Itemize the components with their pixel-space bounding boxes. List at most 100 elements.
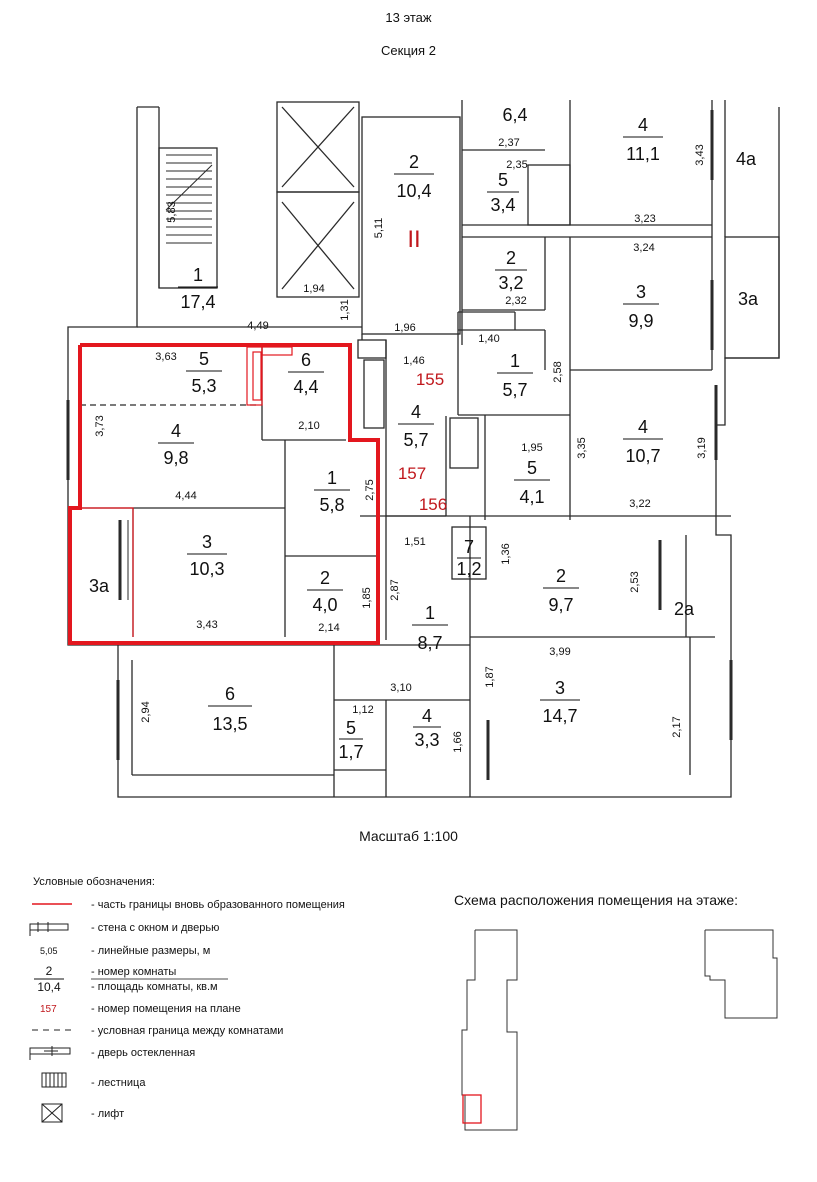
dimension: 4,44 (175, 490, 196, 502)
dimension: 1,66 (452, 731, 464, 752)
dimension: 2,35 (506, 159, 527, 171)
dimension: 1,51 (404, 536, 425, 548)
dimension: 3,63 (155, 351, 176, 363)
loggia-label: 3а (738, 289, 759, 309)
dimension: 2,17 (671, 716, 683, 737)
room-area: 9,7 (548, 595, 573, 615)
room-area: 4,0 (312, 595, 337, 615)
room-area: 10,7 (625, 446, 660, 466)
room-number: 3 (555, 678, 565, 698)
room-number: 3 (636, 282, 646, 302)
room-area: 10,4 (396, 181, 431, 201)
room-number: 4 (422, 706, 432, 726)
loggia-labels: 3а 4а 3а 2а (89, 149, 759, 619)
dimension: 3,99 (549, 646, 570, 658)
room-area-partial: 6,4 (502, 105, 527, 125)
room-area: 1,7 (338, 742, 363, 762)
building-outline-right (704, 929, 778, 1019)
dimension: 1,31 (339, 299, 351, 320)
dimension: 1,95 (521, 442, 542, 454)
room-area: 8,7 (417, 633, 442, 653)
dimension: 1,94 (303, 283, 324, 295)
room-number: 1 (510, 351, 520, 371)
dimension: 2,53 (629, 571, 641, 592)
dimension: 2,32 (505, 295, 526, 307)
stairs-icon (165, 154, 213, 244)
room-number: 7 (464, 537, 474, 557)
room-area: 1,2 (456, 559, 481, 579)
dimension: 1,85 (361, 587, 373, 608)
room-number: 4 (171, 421, 181, 441)
legend-label: - номер помещения на плане (91, 1003, 241, 1015)
dimension: 1,96 (394, 322, 415, 334)
dimension: 2,58 (552, 361, 564, 382)
legend-label: - площадь комнаты, кв.м (91, 981, 218, 993)
room-area: 11,1 (626, 144, 660, 164)
room-area: 9,9 (628, 311, 653, 331)
room-number: 4 (638, 417, 648, 437)
scheme-title: Схема расположения помещения на этаже: (454, 892, 739, 908)
legend-symbol: 157 (40, 1004, 57, 1015)
legend: - часть границы вновь образованного поме… (29, 899, 345, 1123)
wall-window-door-icon (29, 922, 69, 936)
dimension: 3,19 (696, 437, 708, 458)
room-number: 2 (556, 566, 566, 586)
room-number: 5 (498, 170, 508, 190)
legend-label: - номер комнаты (91, 966, 176, 978)
room-number: 1 (193, 265, 203, 285)
room-number: 5 (199, 349, 209, 369)
room-area: 5,3 (191, 376, 216, 396)
section-mark: II (407, 226, 420, 253)
apartment-numbers: 155 157 156 II (398, 226, 447, 514)
dimension: 1,87 (484, 666, 496, 687)
loggia-label: 3а (89, 576, 110, 596)
room-area: 13,5 (212, 714, 247, 734)
room-number: 4 (638, 115, 648, 135)
glazed-door-icon (29, 1046, 71, 1060)
room-area: 4,1 (519, 487, 544, 507)
scale-label: Масштаб 1:100 (359, 828, 458, 844)
stairs-icon (41, 1072, 67, 1088)
room-area: 17,4 (180, 292, 215, 312)
legend-label: - стена с окном и дверью (91, 922, 219, 934)
room-area: 14,7 (542, 706, 577, 726)
room-area: 5,7 (502, 380, 527, 400)
building-outline-left (461, 929, 518, 1131)
dimension: 2,94 (140, 701, 152, 722)
legend-label: - часть границы вновь образованного поме… (91, 899, 345, 911)
room-area: 3,3 (414, 730, 439, 750)
legend-label: - лестница (91, 1077, 146, 1089)
room-number: 2 (409, 152, 419, 172)
room-number: 5 (346, 718, 356, 738)
dimension: 3,73 (94, 415, 106, 436)
room-number: 1 (425, 603, 435, 623)
dimension: 3,22 (629, 498, 650, 510)
loggia-label: 2а (674, 599, 695, 619)
room-number: 6 (301, 350, 311, 370)
floor-title: 13 этаж (385, 10, 432, 25)
apartment-number: 155 (416, 370, 444, 389)
room-area: 3,2 (498, 273, 523, 293)
room-area: 5,8 (319, 495, 344, 515)
dimension: 2,75 (364, 479, 376, 500)
dimension-labels: 5,83 1,94 4,49 1,31 5,11 1,96 1,46 3,63 … (94, 137, 708, 753)
dimension: 3,35 (576, 437, 588, 458)
location-scheme (461, 929, 778, 1131)
legend-label: - дверь остекленная (91, 1047, 195, 1059)
dimension: 2,14 (318, 622, 339, 634)
apartment-number: 156 (419, 495, 447, 514)
room-number: 4 (411, 402, 421, 422)
dimension: 5,11 (373, 218, 385, 239)
room-number: 5 (527, 458, 537, 478)
dimension: 1,46 (403, 355, 424, 367)
unit-location-marker (462, 1094, 482, 1124)
loggia-label: 4а (736, 149, 757, 169)
apartment-number: 157 (398, 464, 426, 483)
dimension: 1,12 (352, 704, 373, 716)
dimension: 1,40 (478, 333, 499, 345)
legend-label: - линейные размеры, м (91, 945, 210, 957)
room-number: 1 (327, 468, 337, 488)
dimension: 3,23 (634, 213, 655, 225)
dimension: 3,10 (390, 682, 411, 694)
dimension: 2,37 (498, 137, 519, 149)
